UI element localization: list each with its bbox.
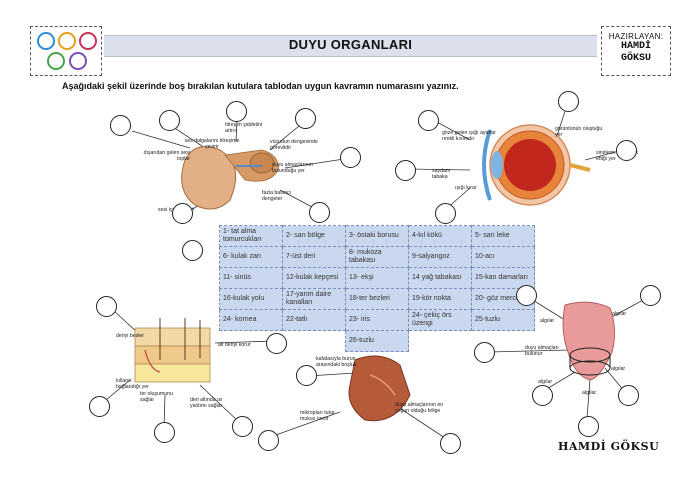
answer-circle[interactable] [616, 140, 637, 161]
answer-circle[interactable] [532, 385, 553, 406]
nose-label: duyu almaçlarının en yoğun olduğu bölge [395, 402, 444, 414]
concept-cell: 24- kornea [219, 309, 283, 331]
concept-cell: 5- sarı leke [471, 225, 535, 247]
concept-table: 1- tat alma tomurcukları 2- sarı bölge 3… [219, 225, 535, 352]
skin-label: kılların bağlandığı yer [116, 378, 149, 390]
answer-circle[interactable] [435, 203, 456, 224]
eye-label: ışığı kırar [455, 185, 477, 191]
concept-cell: 23- iris [345, 309, 409, 331]
skin-label: ter oluşumunu sağlar [140, 391, 173, 403]
answer-circle[interactable] [474, 342, 495, 363]
concept-cell: 19-kör nokta [408, 288, 472, 310]
concept-cell: 3- östaki borusu [345, 225, 409, 247]
ear-label: dışarıdan gelen sesi toplar [143, 150, 190, 162]
answer-circle[interactable] [618, 385, 639, 406]
concept-cell: 25-tuzlu [471, 309, 535, 331]
concept-cell: 7-üst deri [282, 246, 346, 268]
author-box: HAZIRLAYAN: HAMDİ GÖKSU [601, 26, 671, 76]
tongue-label: algılar [612, 311, 627, 317]
answer-circle[interactable] [309, 202, 330, 223]
answer-circle[interactable] [340, 147, 361, 168]
concept-cell: 6- kulak zarı [219, 246, 283, 268]
concept-cell: 18-ter bezleri [345, 288, 409, 310]
answer-circle[interactable] [640, 285, 661, 306]
skin-label: deri altında ısı yalıtımı sağlar [190, 397, 223, 409]
concept-cell: 8- mukoza tabakası [345, 246, 409, 268]
nose-label: kafatasıyla burun arasındaki boşluk [316, 356, 357, 368]
answer-circle[interactable] [182, 240, 203, 261]
concept-cell: 16-kulak yolu [219, 288, 283, 310]
concept-cell: 15-kan damarları [471, 267, 535, 289]
answer-circle[interactable] [266, 333, 287, 354]
eye-label: göze gelen ışığı ayarlar renkli kısımdır [442, 130, 496, 142]
skin-label: deriyi besler [116, 333, 144, 339]
concept-cell: 4-kıl kökü [408, 225, 472, 247]
eye-diagram [482, 124, 591, 206]
answer-circle[interactable] [154, 422, 175, 443]
answer-circle[interactable] [226, 101, 247, 122]
tongue-label: algılar [582, 390, 597, 396]
concept-cell: 26-tuzlu [345, 330, 409, 352]
ear-label: fazla basıncı dengeler [262, 190, 292, 202]
concept-cell: 11- sinüs [219, 267, 283, 289]
sense-logo-icon [79, 32, 97, 50]
concept-cell: 9-salyangoz [408, 246, 472, 268]
concept-cell-empty [409, 331, 472, 352]
concept-cell: 13- ekşi [345, 267, 409, 289]
ear-label: titreşim şiddetini artırır [225, 122, 263, 134]
answer-circle[interactable] [110, 115, 131, 136]
author-last-name: GÖKSU [620, 53, 651, 64]
sense-logo-icon [37, 32, 55, 50]
skin-label: alt deriyi korur [218, 342, 251, 348]
answer-circle[interactable] [159, 110, 180, 131]
concept-cell: 1- tat alma tomurcukları [219, 225, 283, 247]
concept-cell: 17-yarım daire kanalları [282, 288, 346, 310]
skin-diagram [134, 318, 211, 383]
tongue-label: algılar [611, 366, 626, 372]
answer-circle[interactable] [395, 160, 416, 181]
eye-label: görüntünün oluştuğu yer [555, 126, 603, 138]
concept-cell: 12-kulak kepçesi [282, 267, 346, 289]
tongue-label: algılar [540, 318, 555, 324]
answer-circle[interactable] [516, 285, 537, 306]
nose-label: mikropları tutar mukus üretir [300, 410, 335, 422]
signature: HAMDİ GÖKSU [558, 440, 660, 453]
page-title: DUYU ORGANLARI [288, 37, 413, 52]
concept-cell: 24- çekiç örs üzengi [408, 309, 472, 331]
answer-circle[interactable] [558, 91, 579, 112]
eye-label: saydam tabaka [432, 168, 451, 180]
answer-circle[interactable] [96, 296, 117, 317]
sense-logo-icon [69, 52, 87, 70]
ear-diagram [181, 146, 279, 210]
answer-circle[interactable] [89, 396, 110, 417]
answer-circle[interactable] [295, 108, 316, 129]
concept-cell: 14 yağ tabakası [408, 267, 472, 289]
answer-circle[interactable] [296, 365, 317, 386]
tongue-label: algılar [538, 379, 553, 385]
sense-logo-icon [47, 52, 65, 70]
tongue-label: duyu almaçları bulunur [525, 345, 559, 357]
author-first-name: HAMDİ [620, 41, 651, 52]
ear-label: ses dalgalarını titreşime çevirir [184, 138, 240, 150]
ear-label: vücudun dengesinde görevlidir [270, 139, 318, 151]
sense-logo-icon [58, 32, 76, 50]
answer-circle[interactable] [578, 416, 599, 437]
answer-circle[interactable] [418, 110, 439, 131]
tongue-diagram [562, 301, 616, 381]
answer-circle[interactable] [172, 203, 193, 224]
concept-cell-empty [283, 331, 346, 352]
instruction-text: Aşağıdaki şekil üzerinde boş bırakılan k… [62, 81, 459, 91]
answer-circle[interactable] [440, 433, 461, 454]
answer-circle[interactable] [258, 430, 279, 451]
concept-cell: 10-acı [471, 246, 535, 268]
answer-circle[interactable] [232, 416, 253, 437]
title-bar [104, 35, 597, 57]
concept-cell: 2- sarı bölge [282, 225, 346, 247]
nose-diagram [348, 355, 411, 422]
logo [30, 26, 102, 76]
author-label: HAZIRLAYAN: [608, 32, 664, 41]
ear-label: duyu almaçlarının bulunduğu yer [272, 162, 313, 174]
concept-cell: 22-tatlı [282, 309, 346, 331]
